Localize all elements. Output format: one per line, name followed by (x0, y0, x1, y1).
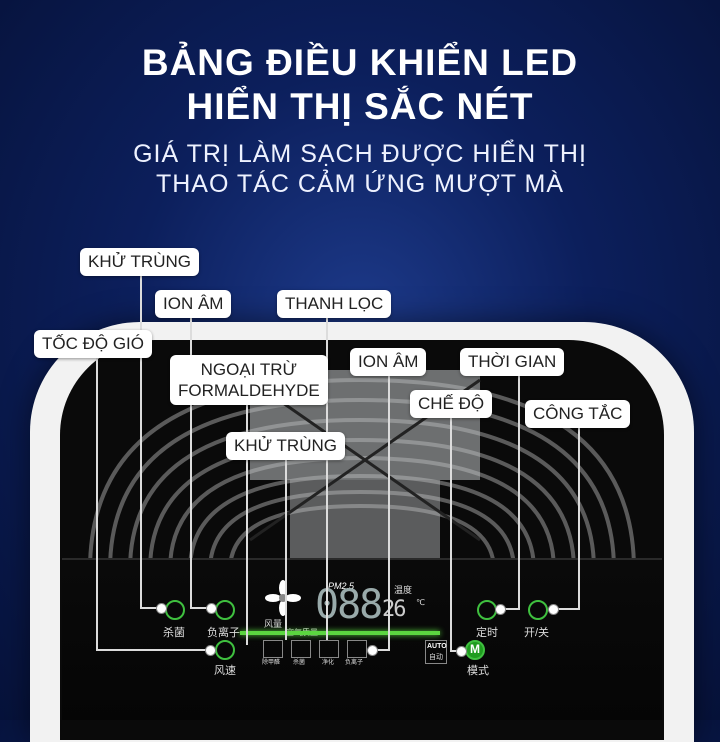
callout-khu-trung: KHỬ TRÙNG (80, 248, 199, 276)
dot-khu-trung (156, 603, 167, 614)
purify-icon (319, 640, 339, 658)
wire-cong-tac (578, 420, 580, 610)
wire-toc-do-gio (96, 350, 98, 650)
wire-khu-trung-mid (246, 455, 248, 645)
panel-divider (62, 558, 662, 561)
negative-ion-button[interactable] (215, 600, 235, 620)
wire-thoi-gian (518, 370, 520, 610)
sterilize-label: 杀菌 (163, 627, 185, 639)
headline-subtitle-1: GIÁ TRỊ LÀM SẠCH ĐƯỢC HIỂN THỊ (133, 140, 587, 168)
wind-speed-label: 风速 (214, 665, 236, 677)
sterilize-button[interactable] (165, 600, 185, 620)
callout-khu-trung-mid: KHỬ TRÙNG (226, 432, 345, 460)
grille-svg (88, 370, 636, 571)
wire-thanh-loc (326, 310, 328, 640)
power-button[interactable] (528, 600, 548, 620)
auto-cn-label: 自动 (429, 654, 443, 661)
dot-che-do (456, 646, 467, 657)
sterilize-small-icon (291, 640, 311, 658)
callout-ion-am-right: ION ÂM (350, 348, 427, 376)
timer-label: 定时 (476, 627, 498, 639)
timer-button[interactable] (477, 600, 497, 620)
wire-ion-am-left-h (190, 607, 212, 609)
temperature-unit: ℃ (416, 598, 425, 607)
callout-thoi-gian: THỜI GIAN (460, 348, 565, 376)
headline-title-2: HIỂN THỊ SẮC NÉT (186, 86, 534, 127)
headline-title-1: BẢNG ĐIỀU KHIỂN LED (141, 42, 579, 83)
dot-ion-am-left (206, 603, 217, 614)
wire-khu-trung (140, 268, 142, 608)
formaldehyde-icon (263, 640, 283, 658)
wire-ion-am-right-h (368, 649, 390, 651)
mode-label: 模式 (467, 665, 489, 677)
sterilize-small-label: 杀菌 (293, 660, 306, 666)
wire-khu-trung-h (140, 607, 162, 609)
ion-small-label: 负离子 (345, 660, 364, 666)
dot-toc-do-gio (205, 645, 216, 656)
wire-cong-tac-h (552, 608, 580, 610)
negative-ion-label: 负离子 (207, 627, 240, 639)
power-label: 开/关 (524, 627, 550, 639)
dot-ion-am-right (367, 645, 378, 656)
auto-label: AUTO (427, 643, 447, 650)
pm25-display: 088 (315, 582, 383, 628)
temperature-label: 温度 (394, 585, 413, 595)
air-volume-label: 风量 (264, 619, 283, 629)
callout-ngoai-tru: NGOẠI TRỪ FORMALDEHYDE (170, 355, 328, 405)
wire-khu-trung-mid2 (285, 455, 287, 640)
fan-icon (265, 580, 301, 616)
callout-toc-do-gio: TỐC ĐỘ GIÓ (34, 330, 152, 358)
formaldehyde-small-label: 除甲醛 (262, 660, 281, 666)
callout-ion-am-left: ION ÂM (155, 290, 232, 318)
mode-letter: M (470, 642, 480, 656)
purify-small-label: 净化 (322, 660, 335, 666)
dot-cong-tac (548, 604, 559, 615)
callout-thanh-loc: THANH LỌC (277, 290, 392, 318)
callout-ngoai-tru-line1: NGOẠI TRỪ (200, 360, 298, 379)
ion-small-icon (347, 640, 367, 658)
auto-icon (425, 640, 447, 664)
callout-che-do: CHẾ ĐỘ (410, 390, 493, 418)
wire-ion-am-left (190, 310, 192, 608)
headline-subtitle-2: THAO TÁC CẢM ỨNG MƯỢT MÀ (155, 170, 565, 198)
wire-toc-do-gio-h (96, 649, 210, 651)
wind-speed-button[interactable] (215, 640, 235, 660)
pm25-label: PM2.5 (328, 581, 355, 591)
wire-ion-am-right (388, 370, 390, 650)
air-quality-bar (240, 631, 440, 635)
temperature-display: 26 (382, 597, 406, 622)
wire-che-do (450, 410, 452, 652)
wire-thoi-gian-h (498, 608, 520, 610)
callout-cong-tac: CÔNG TẮC (525, 400, 631, 428)
dot-thoi-gian (495, 604, 506, 615)
callout-ngoai-tru-line2: FORMALDEHYDE (178, 381, 320, 400)
